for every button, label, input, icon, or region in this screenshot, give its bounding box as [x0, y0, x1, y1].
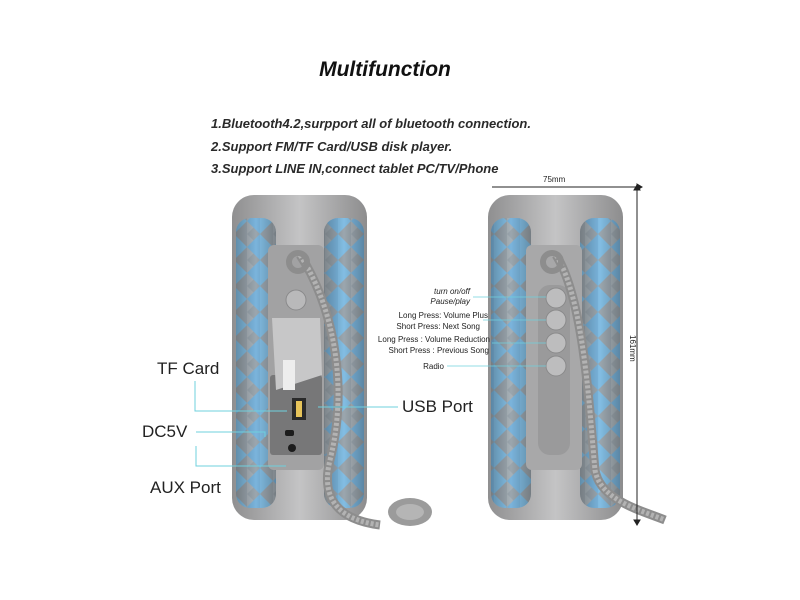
- feature-line-3: 3.Support LINE IN,connect tablet PC/TV/P…: [211, 161, 499, 176]
- left-leader-lines: [194, 381, 398, 467]
- callout-usb-port: USB Port: [402, 397, 473, 416]
- plus-button: [545, 309, 567, 331]
- power-button: [545, 287, 567, 309]
- feature-line-1: 1.Bluetooth4.2,surpport all of bluetooth…: [211, 116, 531, 131]
- callout-power-line2: Pause/play: [430, 297, 470, 306]
- dimension-height: 161mm: [628, 335, 637, 362]
- callout-power-line1: turn on/off: [433, 287, 470, 296]
- callout-plus-line1: Long Press: Volume Plus: [398, 311, 488, 320]
- callout-dc5v: DC5V: [142, 422, 188, 441]
- callout-plus-line2: Short Press: Next Song: [396, 322, 480, 331]
- minus-button: [545, 332, 567, 354]
- dimension-lines: [492, 183, 643, 526]
- callout-tf-card: TF Card: [157, 359, 220, 378]
- right-leader-lines: [447, 296, 546, 367]
- callout-minus-line1: Long Press : Volume Reduction: [377, 335, 490, 344]
- feature-line-2: 2.Support FM/TF Card/USB disk player.: [211, 139, 453, 154]
- dimension-width: 75mm: [543, 175, 566, 184]
- speaker-left: [232, 195, 432, 530]
- mode-button: [545, 355, 567, 377]
- dc5v-port: [285, 430, 294, 436]
- aux-port: [288, 444, 296, 452]
- callout-minus-line2: Short Press : Previous Song: [388, 346, 490, 355]
- page-title: Multifunction: [319, 58, 451, 81]
- callout-radio: Radio: [423, 362, 444, 371]
- callout-aux-port: AUX Port: [150, 478, 221, 497]
- speaker-right: [488, 195, 667, 525]
